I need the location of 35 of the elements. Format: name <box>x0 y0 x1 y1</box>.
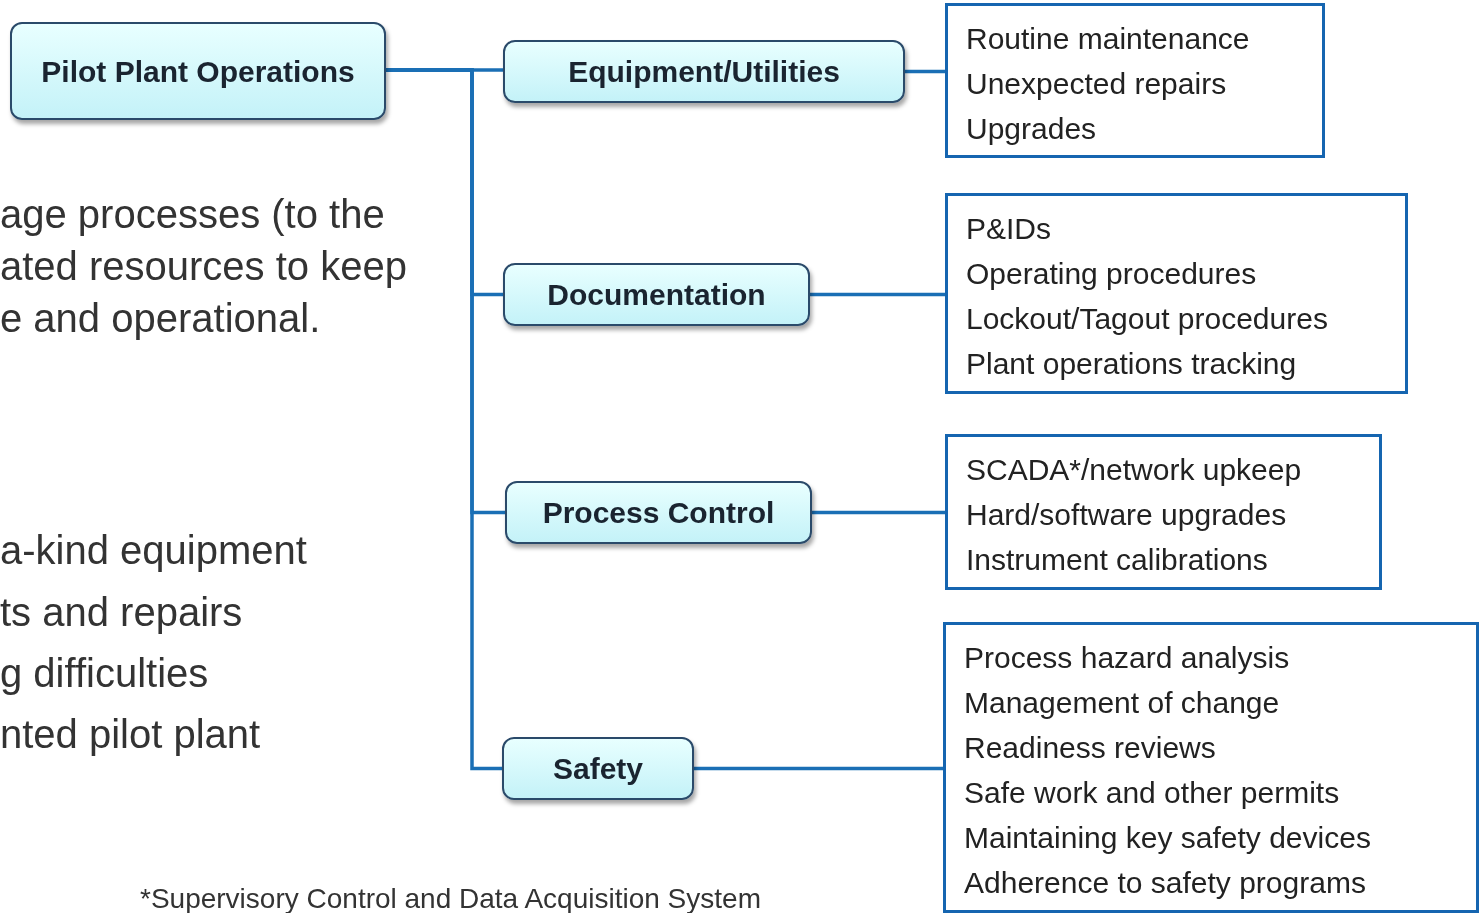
body-paragraph: age processes (to the ated resources to keep e and operational. <box>0 191 408 342</box>
list-item: Hard/software upgrades <box>966 497 1288 533</box>
list-item: SCADA*/network upkeep <box>966 452 1303 488</box>
list-item: Operating procedures <box>966 256 1258 292</box>
list-item: Process hazard analysis <box>964 640 1291 676</box>
list-item: Readiness reviews <box>964 730 1217 766</box>
list-item: Instrument calibrations <box>966 542 1269 578</box>
list-item: Unexpected repairs <box>966 66 1228 102</box>
bullet-text: a-kind equipment <box>0 528 307 573</box>
list-item: Plant operations tracking <box>966 346 1298 382</box>
list-item: Upgrades <box>966 111 1098 147</box>
item-list-box <box>943 622 1479 913</box>
category-button: Pilot Plant Operations <box>10 22 386 120</box>
list-item: Maintaining key safety devices <box>964 820 1372 856</box>
connector-line <box>905 69 945 74</box>
bullet-text: ts and repairs <box>0 590 243 635</box>
bullet-text: g difficulties <box>0 651 209 696</box>
list-item: Management of change <box>964 685 1281 721</box>
connector-line <box>812 510 945 515</box>
category-button: Documentation <box>503 263 810 326</box>
list-item: Adherence to safety programs <box>964 865 1367 901</box>
category-button: Equipment/Utilities <box>503 40 905 103</box>
item-list-box <box>945 434 1382 590</box>
list-item: Routine maintenance <box>966 21 1251 57</box>
footnote: *Supervisory Control and Data Acquisition System <box>140 883 761 913</box>
item-list-box <box>945 3 1325 158</box>
connector-line <box>694 766 943 771</box>
category-button: Process Control <box>505 481 812 544</box>
category-button: Safety <box>502 737 694 800</box>
connector-line <box>810 292 945 297</box>
bullet-text: nted pilot plant <box>0 712 261 757</box>
list-item: Safe work and other permits <box>964 775 1341 811</box>
list-item: Lockout/Tagout procedures <box>966 301 1329 337</box>
item-list-box <box>945 193 1408 394</box>
list-item: P&IDs <box>966 211 1053 247</box>
